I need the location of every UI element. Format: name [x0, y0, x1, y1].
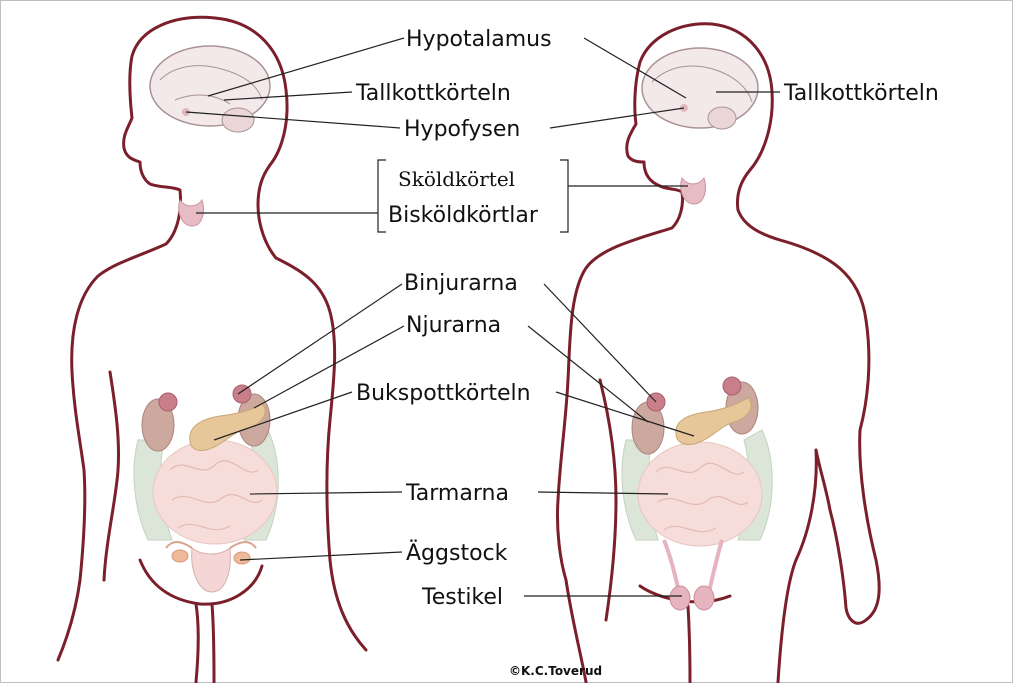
female-adrenal-left	[159, 393, 177, 411]
male-figure	[557, 24, 879, 682]
label-tarmarna: Tarmarna	[405, 481, 509, 506]
male-vas-deferens	[664, 540, 722, 596]
label-skoldkortel: Sköldkörtel	[398, 167, 515, 191]
label-hypofysen: Hypofysen	[404, 117, 520, 142]
male-testis-left	[670, 586, 690, 610]
label-binjurarna: Binjurarna	[404, 271, 518, 296]
label-testikel: Testikel	[421, 585, 503, 610]
label-tallkottkorteln-left: Tallkottkörteln	[355, 81, 511, 106]
female-ovary-right	[234, 552, 250, 564]
male-adrenal-right	[723, 377, 741, 395]
label-bukspottkorteln: Bukspottkörteln	[356, 381, 531, 406]
bracket-left	[378, 160, 386, 232]
leader-bukspott-right	[556, 392, 694, 436]
male-cerebellum	[708, 107, 736, 129]
male-brain	[642, 48, 758, 128]
label-hypotalamus: Hypotalamus	[406, 27, 552, 52]
female-figure	[58, 17, 366, 682]
female-uterus	[192, 548, 231, 592]
bracket-right	[560, 160, 568, 232]
label-tallkottkorteln-right: Tallkottkörteln	[783, 81, 939, 106]
male-thyroid	[681, 178, 706, 204]
leader-binjurarna-left	[238, 284, 402, 394]
female-cerebellum	[222, 108, 254, 132]
female-intestines	[153, 440, 277, 544]
male-testis-right	[694, 586, 714, 610]
label-biskoldkortlar: Bisköldkörtlar	[388, 203, 539, 228]
female-ovary-left	[172, 550, 188, 562]
label-njurarna: Njurarna	[406, 313, 501, 338]
leader-aggstock	[240, 552, 402, 560]
label-aggstock: Äggstock	[406, 540, 508, 566]
credit-text: ©K.C.Toverud	[509, 664, 602, 678]
labels: Hypotalamus Tallkottkörteln Tallkottkört…	[355, 27, 939, 678]
